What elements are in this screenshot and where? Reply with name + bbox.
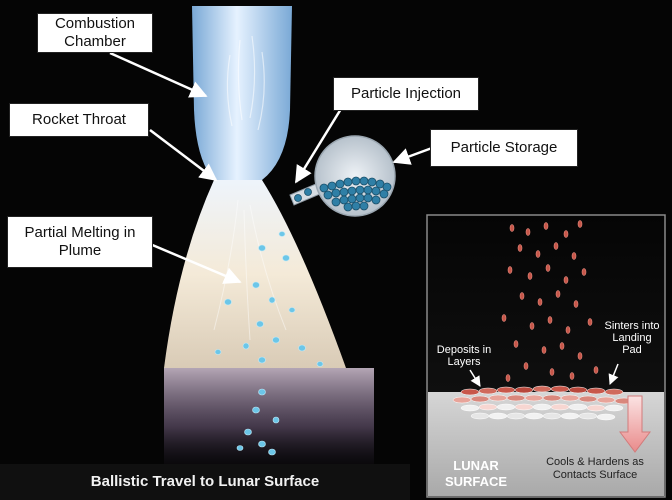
plume-streaks <box>213 199 287 341</box>
callout-arrows <box>109 51 433 284</box>
label-lunar-surface: LUNAR SURFACE <box>444 458 508 489</box>
label-cools-and-hardens: Cools & Hardens as Contacts Surface <box>546 456 644 481</box>
plume-particles <box>214 231 324 456</box>
label-particle-storage: Particle Storage <box>430 129 578 167</box>
label-partial-melting: Partial Melting in Plume <box>7 216 153 268</box>
label-rocket-throat: Rocket Throat <box>9 103 149 137</box>
arrow-combustion-chamber <box>109 51 208 98</box>
falling-deposit-particles <box>501 220 599 382</box>
arrow-rocket-throat <box>149 129 218 182</box>
caption-ballistic-travel: Ballistic Travel to Lunar Surface <box>0 464 410 500</box>
combustion-chamber-shape <box>192 6 292 180</box>
arrow-particle-storage <box>392 146 433 165</box>
label-particle-injection: Particle Injection <box>333 77 479 111</box>
arrow-deposits <box>469 369 481 387</box>
flame-streaks <box>226 35 265 131</box>
arrow-partial-melting <box>149 242 242 284</box>
label-deposits-in-layers: Deposits in Layers <box>436 344 492 368</box>
arrow-particle-injection <box>294 103 346 184</box>
label-sinters-into-landing-pad: Sinters into Landing Pad <box>604 320 660 356</box>
cools-down-arrow <box>619 395 651 453</box>
label-combustion-chamber: Combustion Chamber <box>37 13 153 53</box>
storage-particles <box>294 176 392 212</box>
deposited-layers <box>452 385 634 421</box>
arrow-sinters <box>608 363 619 385</box>
lunar-surface-inset <box>426 214 666 498</box>
nozzle-plume-shape <box>164 180 346 368</box>
